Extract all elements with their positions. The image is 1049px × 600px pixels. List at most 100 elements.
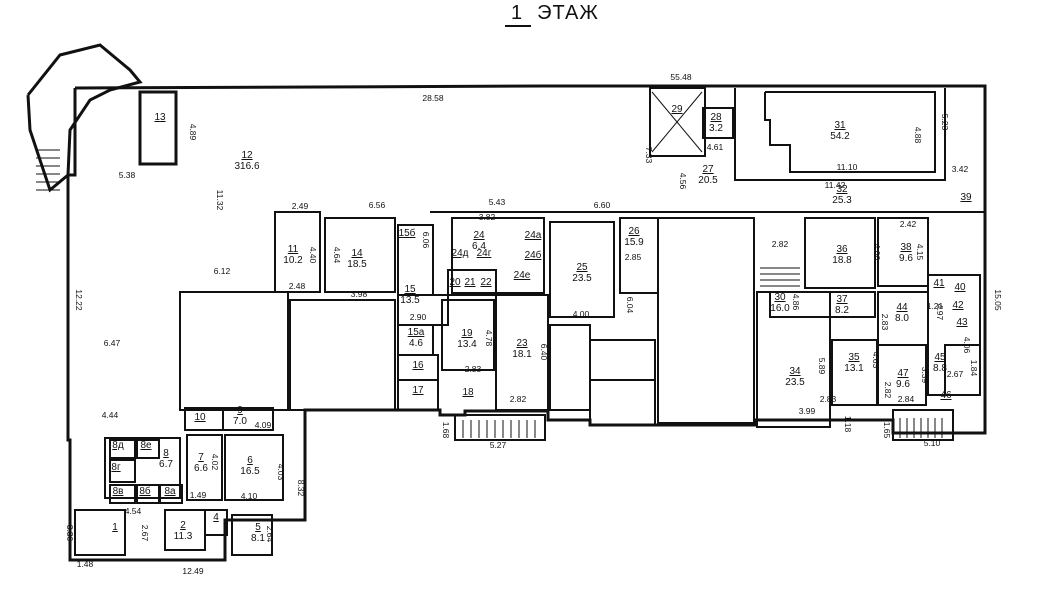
room-number: 5	[255, 522, 261, 533]
room-8a: 8а	[164, 486, 176, 497]
room-area: 15.9	[624, 237, 644, 248]
room-24g: 24г	[477, 248, 492, 259]
dimension-label: 2.83	[880, 314, 890, 331]
room-38: 389.6	[899, 242, 913, 264]
room-number: 7	[198, 452, 204, 463]
dimension-label: 2.83	[465, 364, 482, 374]
room-13: 13	[154, 112, 166, 123]
room-number: 20	[449, 277, 461, 288]
dimension-label: 8.32	[296, 480, 306, 497]
room-number: 26	[628, 226, 640, 237]
dimension-label: 12.49	[182, 566, 204, 576]
dimension-label: 28.58	[422, 93, 444, 103]
room-number: 24	[473, 230, 485, 241]
room-area: 13.1	[844, 363, 864, 374]
dimension-label: 4.10	[241, 491, 258, 501]
dimension-label: 2.64	[265, 526, 275, 543]
room-area: 8.8	[933, 363, 947, 374]
room-16: 16	[412, 360, 424, 371]
room-number: 2	[180, 520, 186, 531]
dimension-label: 55.48	[670, 72, 692, 82]
room-number: 22	[480, 277, 492, 288]
dimension-label: 4.63	[871, 352, 881, 369]
room-17: 17	[412, 385, 424, 396]
room-7: 76.6	[194, 452, 208, 474]
room-number: 19	[461, 328, 473, 339]
room-area: 9.6	[896, 379, 910, 390]
room-number: 43	[956, 317, 968, 328]
room-22: 22	[480, 277, 492, 288]
dimension-label: 6.60	[594, 200, 611, 210]
dimension-label: 3.98	[351, 289, 368, 299]
room-number: 8г	[111, 462, 121, 473]
room-number: 4	[213, 512, 219, 523]
room-number: 24е	[514, 270, 531, 281]
floor-number: 1	[505, 2, 532, 27]
stairs	[36, 91, 943, 438]
room-number: 9	[237, 405, 243, 416]
room-area: 3.2	[709, 123, 723, 134]
dimension-label: 4.88	[913, 127, 923, 144]
room-area: 13.5	[400, 295, 420, 306]
room-number: 31	[834, 120, 846, 131]
dimension-label: 11.42	[825, 180, 846, 190]
dimension-label: 4.00	[573, 309, 590, 319]
room-number: 44	[896, 302, 908, 313]
dimension-label: 15.05	[993, 289, 1003, 311]
dimension-label: 6.06	[421, 232, 431, 249]
room-number: 24г	[477, 248, 492, 259]
dimension-label: 2.82	[772, 239, 789, 249]
room-number: 25	[576, 262, 588, 273]
room-5: 58.1	[251, 522, 265, 544]
dimension-label: 5.10	[924, 438, 941, 448]
room-29: 29	[671, 104, 683, 115]
dimension-label: 2.85	[625, 252, 642, 262]
dimension-label: 2.67	[140, 525, 150, 542]
room-number: 11	[288, 244, 299, 255]
room-area: 6.6	[194, 463, 208, 474]
dimension-label: 1.65	[882, 422, 892, 439]
room-number: 42	[952, 300, 964, 311]
room-28: 283.2	[709, 112, 723, 134]
room-number: 46	[940, 390, 952, 401]
room-42: 42	[952, 300, 964, 311]
room-number: 30	[774, 292, 786, 303]
room-number: 45	[934, 352, 946, 363]
dimension-label: 4.89	[188, 124, 198, 141]
room-number: 39	[960, 192, 972, 203]
dimension-label: 2.90	[410, 312, 427, 322]
room-area: 8.1	[251, 533, 265, 544]
dimension-label: 2.42	[900, 219, 917, 229]
dimension-label: 5.23	[940, 114, 950, 131]
room-4: 4	[213, 512, 219, 523]
room-number: 17	[412, 385, 424, 396]
dimension-label: 2.48	[289, 281, 306, 291]
room-number: 23	[516, 338, 528, 349]
dimension-label: 4.64	[332, 247, 342, 264]
dimension-label: 4.54	[125, 506, 142, 516]
room-number: 32	[836, 184, 848, 195]
room-number: 10	[194, 412, 206, 423]
room-number: 15б	[399, 227, 416, 239]
room-number: 27	[702, 164, 714, 175]
room-area: 6.4	[472, 241, 486, 252]
dimension-label: 1.18	[843, 416, 853, 433]
dimension-label: 4.86	[791, 294, 801, 311]
dimension-label: 1.68	[441, 422, 451, 439]
room-24a: 24а	[525, 230, 542, 241]
room-9: 97.0	[233, 405, 247, 427]
room-number: 15а	[408, 327, 425, 338]
room-area: 8.0	[895, 313, 909, 324]
dimension-label: 4.61	[707, 142, 724, 152]
room-8v: 8в	[113, 486, 124, 497]
room-area: 10.2	[283, 255, 303, 266]
